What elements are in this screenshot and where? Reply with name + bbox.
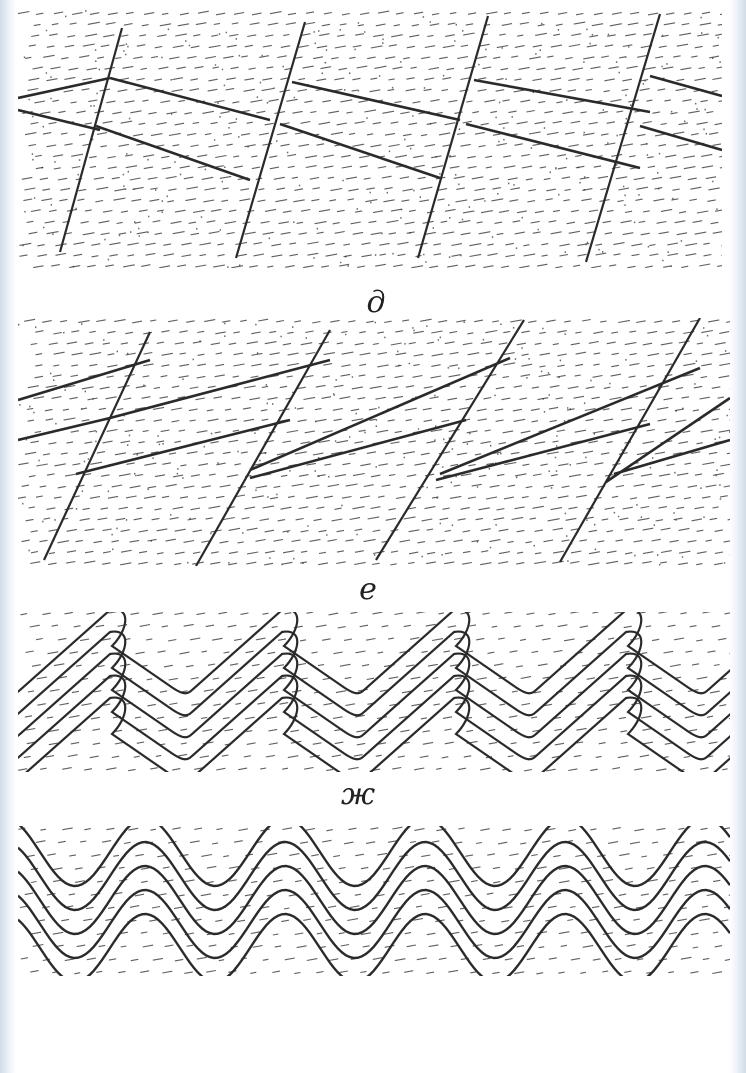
panel-label-e: е [359,572,377,607]
panel-zh-sine-folds [18,826,730,976]
right-border [730,0,746,1073]
panel-e-zigzag-folds [18,612,730,772]
panel-d-step-faults [18,318,730,566]
panel-label-d: д [366,285,386,320]
panel-g-faulted-beds [18,10,722,268]
panel-label-zh: ж [340,777,376,812]
left-border [0,0,16,1073]
